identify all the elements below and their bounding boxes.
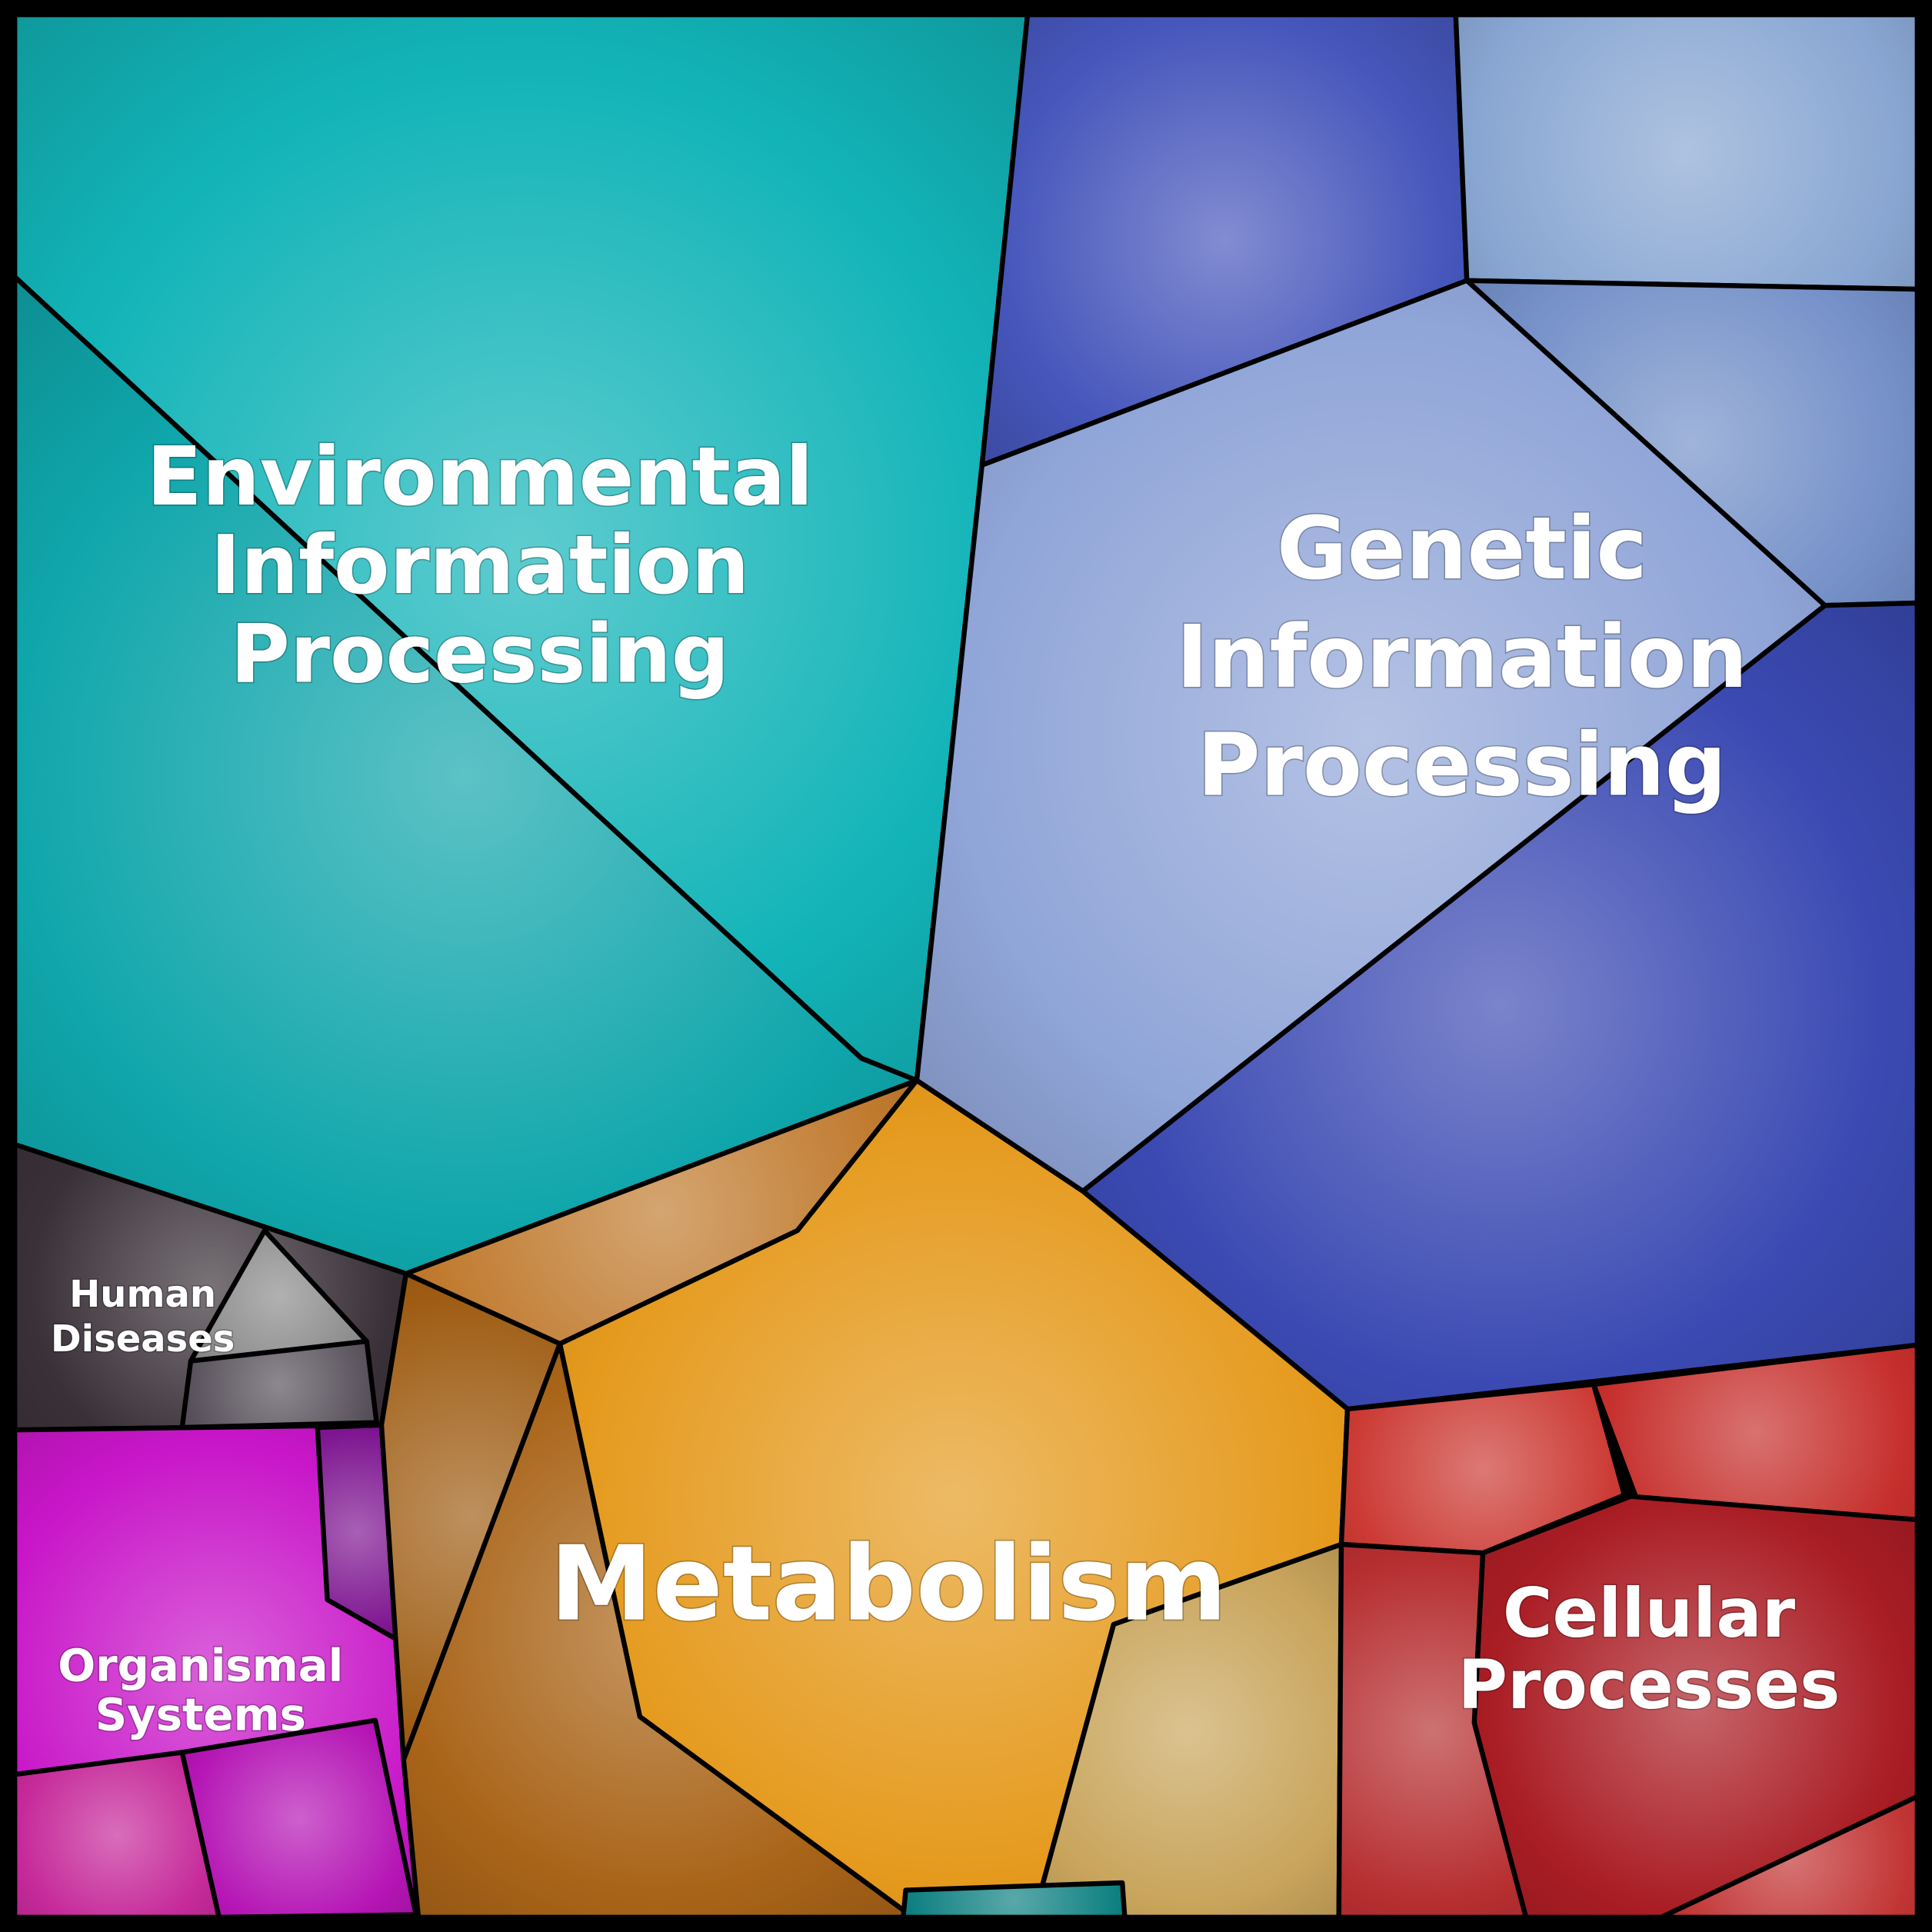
cell-genetic-information-processing-2[interactable] bbox=[1453, 12, 1920, 292]
cell-unlabeled-1[interactable] bbox=[901, 1880, 1128, 1920]
cell-organismal-systems-3[interactable] bbox=[179, 1717, 419, 1920]
cell-genetic-information-processing-5[interactable] bbox=[1080, 600, 1920, 1412]
cell-human-diseases-3[interactable] bbox=[179, 1338, 379, 1431]
cell-cellular-processes-4[interactable] bbox=[1336, 1541, 1529, 1920]
